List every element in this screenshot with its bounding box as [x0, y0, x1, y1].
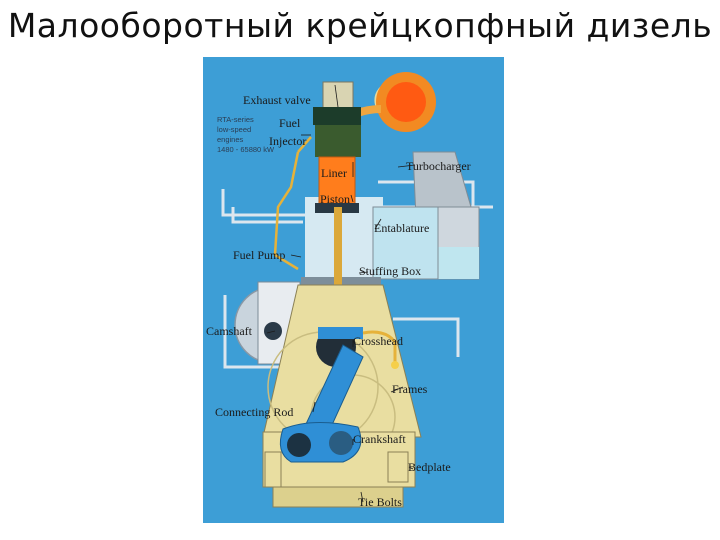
label-liner: Liner — [321, 167, 347, 180]
engine-diagram: RTA-series low-speed engines 1480 - 6588… — [203, 57, 504, 523]
spec-line: low-speed — [217, 125, 274, 135]
label-bedplate: Bedplate — [408, 461, 451, 474]
label-connecting-rod: Connecting Rod — [215, 406, 293, 419]
label-crankshaft: Crankshaft — [353, 433, 406, 446]
label-fuel: Fuel — [279, 117, 300, 130]
spec-line: engines — [217, 135, 274, 145]
label-entablature: Entablature — [374, 222, 429, 235]
label-turbocharger: Turbocharger — [406, 160, 471, 173]
engine-spec-block: RTA-series low-speed engines 1480 - 6588… — [217, 115, 274, 155]
label-injector: Injector — [269, 135, 306, 148]
label-piston: Piston — [320, 193, 350, 206]
label-crosshead: Crosshead — [353, 335, 403, 348]
spec-line: RTA-series — [217, 115, 274, 125]
spec-line: 1480 - 65880 kW — [217, 145, 274, 155]
label-frames: Frames — [392, 383, 427, 396]
label-exhaust-valve: Exhaust valve — [243, 94, 311, 107]
label-fuel-pump: Fuel Pump — [233, 249, 285, 262]
label-camshaft: Camshaft — [206, 325, 252, 338]
label-tie-bolts: Tie Bolts — [358, 496, 402, 509]
label-stuffing-box: Stuffing Box — [359, 265, 421, 278]
slide-title: Малооборотный крейцкопфный дизель — [0, 6, 720, 45]
